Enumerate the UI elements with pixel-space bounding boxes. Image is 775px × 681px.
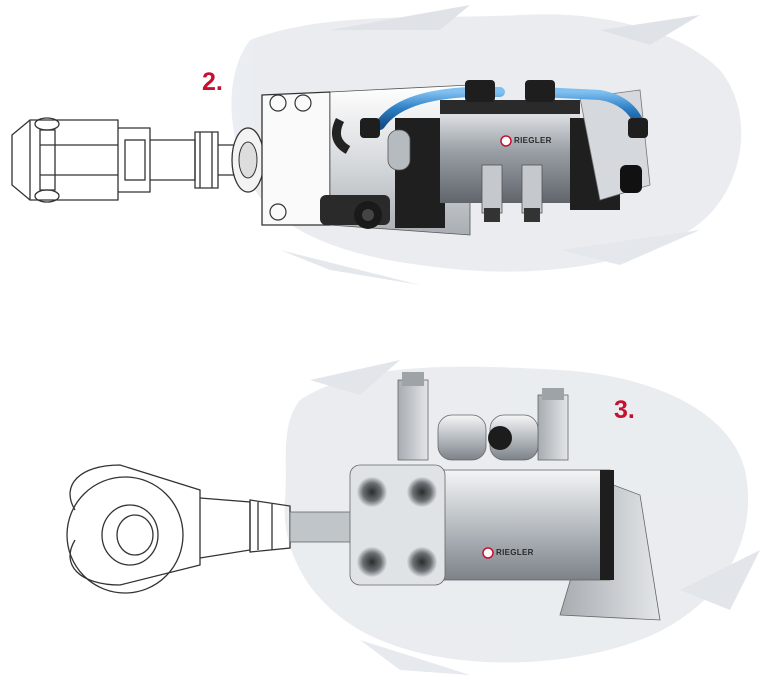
figure-step-3: 3. RIEGLER — [0, 340, 775, 681]
figure-step-2: 2. RIEGLER — [0, 0, 775, 300]
step-label: 3. — [614, 396, 635, 424]
top-valves — [397, 372, 569, 461]
valve-cylinder-illustration — [11, 5, 742, 285]
brand-label: RIEGLER — [514, 136, 552, 145]
clevis-sketch — [11, 117, 236, 203]
compact-cylinder — [349, 464, 661, 621]
brand-label: RIEGLER — [496, 548, 534, 557]
brand-logo-icon — [500, 135, 512, 147]
compact-cylinder-illustration — [66, 360, 760, 675]
valve-block — [387, 89, 651, 228]
step-label: 2. — [202, 68, 223, 96]
brand-logo-icon — [482, 547, 494, 559]
pneumatic-tubes — [360, 80, 648, 138]
